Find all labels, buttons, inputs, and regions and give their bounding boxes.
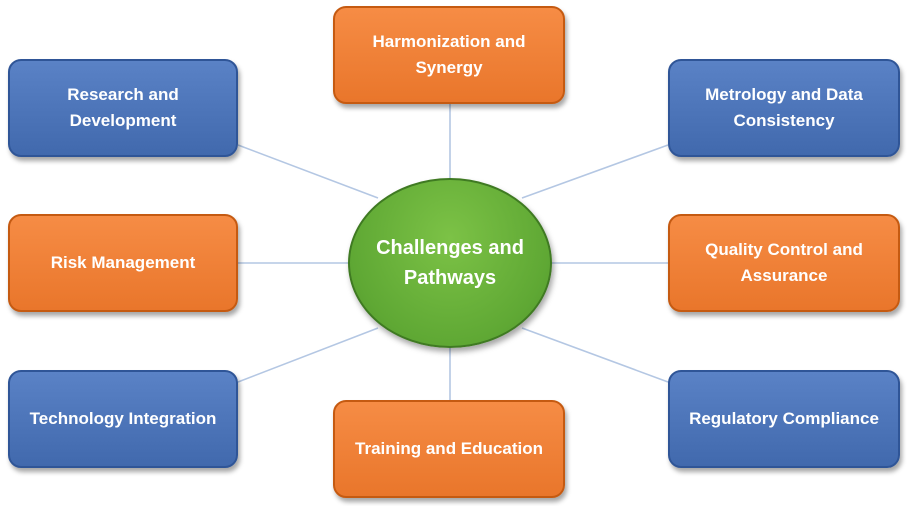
node-training-and-education: Training and Education — [333, 400, 565, 498]
node-label: Regulatory Compliance — [689, 409, 879, 428]
node-research-and-development: Research and Development — [8, 59, 238, 157]
node-label: Metrology and Data Consistency — [705, 85, 863, 130]
node-quality-control-and-assurance: Quality Control and Assurance — [668, 214, 900, 312]
connector-research — [237, 144, 379, 199]
node-label: Risk Management — [50, 253, 196, 272]
node-technology-integration: Technology Integration — [8, 370, 238, 468]
node-regulatory-compliance: Regulatory Compliance — [668, 370, 900, 468]
connector-technology — [237, 327, 379, 383]
node-label: Research and Development — [67, 85, 179, 130]
node-harmonization-and-synergy: Harmonization and Synergy — [333, 6, 565, 104]
node-label: Training and Education — [355, 439, 543, 458]
node-label: Quality Control and Assurance — [705, 240, 863, 285]
node-label: Technology Integration — [29, 409, 217, 428]
node-risk-management: Risk Management — [8, 214, 238, 312]
connector-regulatory — [521, 327, 669, 383]
center-hub-label: Challenges and Pathways — [376, 237, 524, 289]
connector-metrology — [521, 144, 669, 199]
node-label: Harmonization and Synergy — [372, 32, 526, 77]
center-hub: Challenges and Pathways — [348, 178, 552, 348]
node-metrology-and-data-consistency: Metrology and Data Consistency — [668, 59, 900, 157]
